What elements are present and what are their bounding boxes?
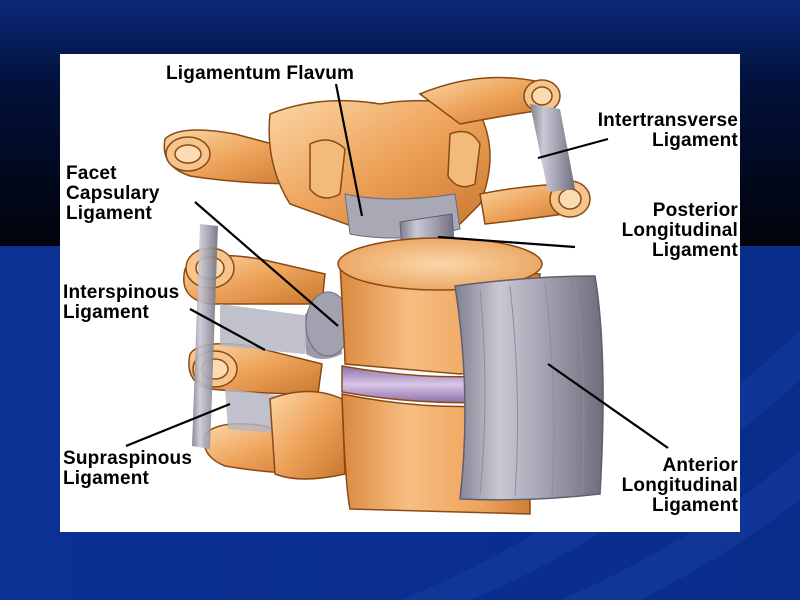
- spine-illustration: [125, 76, 669, 515]
- label-intertransverse-ligament: Intertransverse Ligament: [597, 110, 738, 151]
- label-facet-capsulary-ligament: Facet Capsulary Ligament: [66, 163, 160, 224]
- anterior-longitudinal-ligament-shape: [454, 275, 604, 501]
- figure-panel: Ligamentum Flavum Facet Capsulary Ligame…: [60, 54, 740, 532]
- leader-lines: [125, 83, 669, 449]
- intertransverse-ligament-shape: [530, 104, 575, 192]
- label-ligamentum-flavum: Ligamentum Flavum: [166, 63, 355, 84]
- label-interspinous-ligament: Interspinous Ligament: [63, 282, 180, 323]
- label-supraspinous-ligament: Supraspinous Ligament: [63, 448, 193, 489]
- label-anterior-longitudinal-ligament: Anterior Longitudinal Ligament: [621, 455, 738, 516]
- label-posterior-longitudinal-ligament: Posterior Longitudinal Ligament: [621, 200, 738, 261]
